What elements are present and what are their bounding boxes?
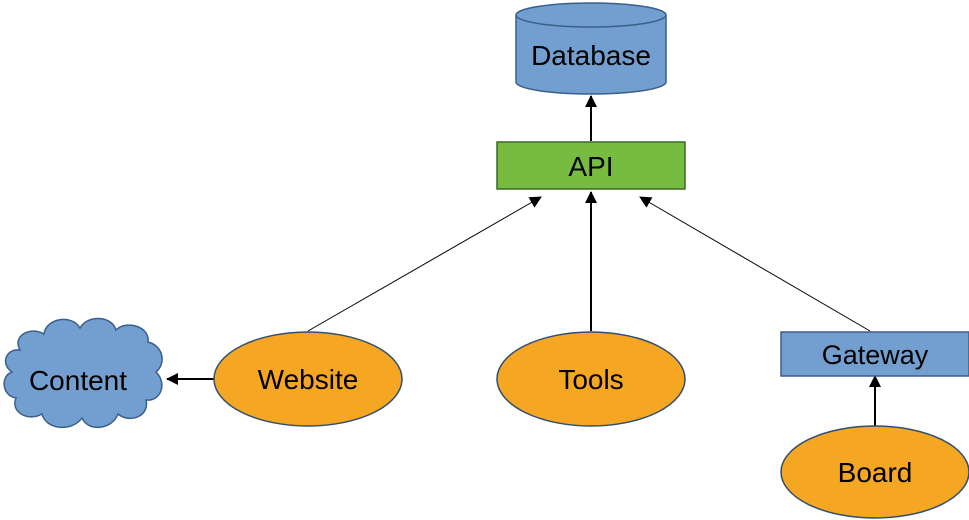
api-box [496,141,686,190]
website-node: Website [213,331,403,427]
board-label: Board [838,457,913,488]
content-node: Content [3,317,163,428]
api-label: API [568,151,613,182]
tools-node: Tools [496,331,686,427]
website-label: Website [258,364,359,395]
gateway-box [780,331,969,377]
board-ellipse [780,425,969,519]
website-ellipse [213,331,403,427]
database-cylinder-body [515,15,667,95]
database-label: Database [531,40,651,71]
edge-website-to-api [307,196,542,332]
edges [166,95,881,427]
tools-ellipse [496,331,686,427]
content-label: Content [29,365,127,396]
content-cloud [3,317,163,428]
database-cylinder-top [515,2,667,28]
database-node: Database [515,2,667,95]
tools-label: Tools [558,364,623,395]
edge-gateway-to-api [639,196,871,332]
gateway-node: Gateway [780,331,969,377]
board-node: Board [780,425,969,519]
api-node: API [496,141,686,190]
gateway-label: Gateway [822,340,929,370]
